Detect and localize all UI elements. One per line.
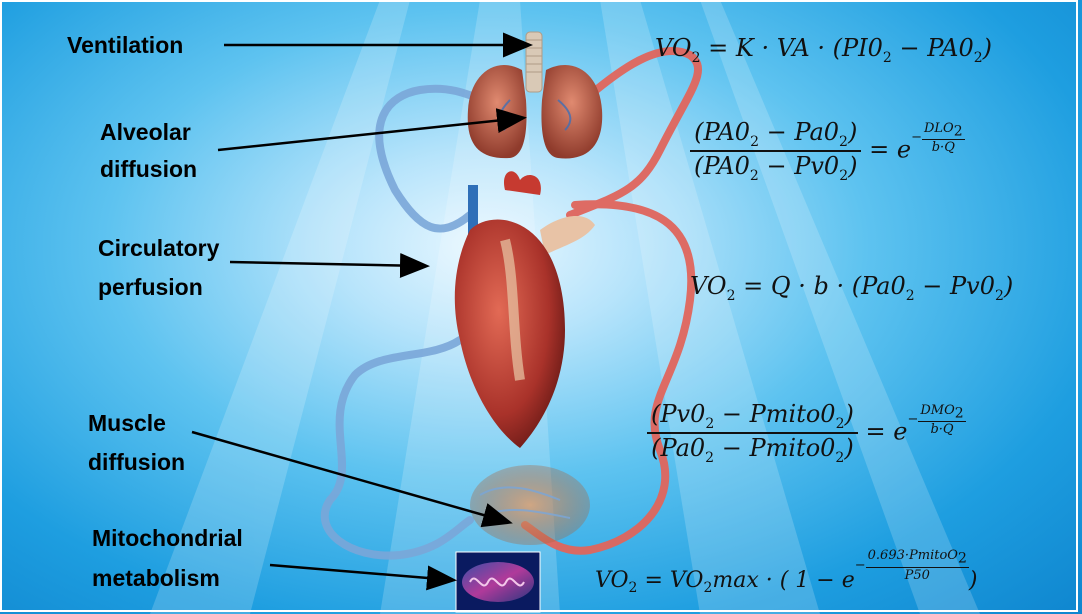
arrow-mito	[270, 565, 452, 580]
label-muscle-line1: Muscle	[88, 407, 166, 439]
equation-muscle: (Pv02 − Pmito02) (Pa02 − Pmito02) = e−DM…	[647, 400, 966, 466]
label-circulatory-line1: Circulatory	[98, 232, 219, 264]
label-mito-line2: metabolism	[92, 562, 220, 594]
equation-ventilation: VO2 = K · VA · (PI02 − PA02)	[655, 34, 992, 66]
arrow-circulatory	[230, 262, 425, 266]
label-mito-line1: Mitochondrial	[92, 522, 243, 554]
label-muscle-line2: diffusion	[88, 446, 185, 478]
label-alveolar-line2: diffusion	[100, 153, 197, 185]
label-ventilation: Ventilation	[67, 29, 183, 61]
label-alveolar-line1: Alveolar	[100, 116, 191, 148]
label-circulatory-line2: perfusion	[98, 271, 203, 303]
arrow-muscle	[192, 432, 508, 522]
equation-circulatory: VO2 = Q · b · (Pa02 − Pv02)	[690, 272, 1013, 304]
arrow-alveolar	[218, 118, 522, 150]
